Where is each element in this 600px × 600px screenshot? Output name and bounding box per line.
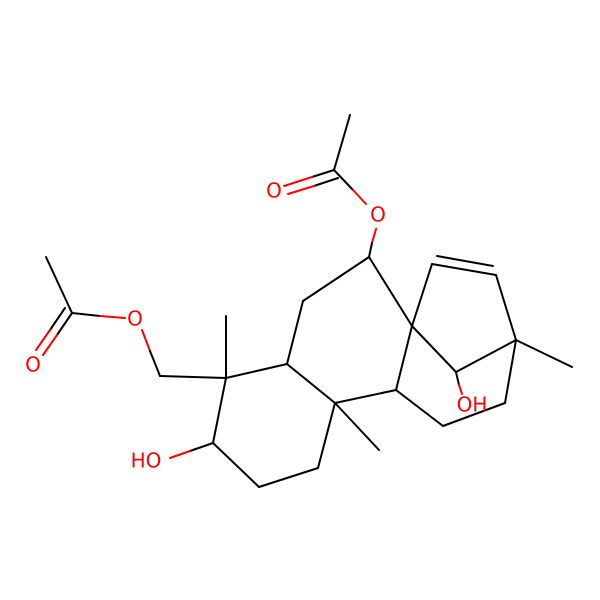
bond-carbonyl-ester-o-top-a bbox=[333, 169, 354, 191]
oxygen-carbonyl-top-label: O bbox=[266, 179, 282, 203]
bond-c6-c7 bbox=[302, 256, 370, 302]
bond-c7-c8 bbox=[368, 256, 413, 327]
bond-carbonyl-double-top-d bbox=[287, 185, 315, 195]
bond-c14-c15-double-b bbox=[436, 255, 494, 267]
bond-carbonyl-double-top-c bbox=[313, 177, 339, 187]
bond-c1-c10 bbox=[317, 402, 336, 469]
bond-carbonyl-double-top-b bbox=[283, 176, 313, 187]
bond-c10-c10methyl bbox=[334, 402, 380, 451]
bond-c4-c3 bbox=[212, 377, 227, 444]
bond-methyl-carbonyl-left bbox=[45, 256, 73, 314]
bond-carbonyl-double-left-c bbox=[49, 307, 66, 331]
bond-c3-o-b bbox=[169, 450, 191, 459]
bond-c8-c16 bbox=[411, 325, 457, 373]
bond-c2-c1 bbox=[258, 467, 319, 488]
bond-ester-o-c7-top-b bbox=[368, 242, 373, 258]
ring-b bbox=[286, 256, 413, 451]
bond-c16-c13 bbox=[455, 339, 517, 373]
acetate-top: O O bbox=[266, 114, 386, 258]
bond-ch2-c4 bbox=[159, 375, 227, 379]
bond-c5-c6 bbox=[286, 300, 304, 365]
bond-c9-c11 bbox=[395, 389, 444, 427]
bond-ester-o-ch2-left-a bbox=[141, 329, 151, 352]
ring-a: HO bbox=[131, 315, 336, 488]
ring-c-cage: OH bbox=[395, 255, 573, 427]
bond-ester-o-ch2-left-b bbox=[149, 350, 161, 377]
bond-c13-c13methyl bbox=[515, 339, 573, 368]
oxygen-ester-left-label: O bbox=[127, 307, 143, 331]
bond-carbonyl-double-left-b bbox=[42, 334, 58, 356]
bond-c16-o-a bbox=[455, 371, 460, 386]
bond-c9-c10 bbox=[334, 389, 397, 404]
bond-carbonyl-ester-o-left-a bbox=[71, 312, 101, 317]
bond-carbonyl-double-top-a bbox=[311, 169, 335, 178]
bond-c15-c13 bbox=[495, 274, 517, 341]
bond-carbonyl-double-left-a bbox=[56, 312, 73, 336]
bond-c3-o-a bbox=[189, 442, 214, 452]
bond-c12-c13 bbox=[504, 339, 517, 404]
oxygen-carbonyl-left-label: O bbox=[25, 353, 41, 377]
bond-carbonyl-ester-o-left-b bbox=[99, 315, 126, 319]
bond-methyl-carbonyl-top bbox=[333, 114, 351, 171]
hydroxyl-bridge-label: OH bbox=[457, 393, 488, 417]
bond-carbonyl-ester-o-top-b bbox=[352, 189, 367, 205]
bond-c8-c9 bbox=[395, 325, 413, 391]
bond-carbonyl-double-left-d bbox=[35, 329, 51, 351]
bond-c3-c2 bbox=[212, 442, 260, 488]
acetate-left: O O bbox=[25, 256, 227, 379]
bond-c16-o-b bbox=[458, 384, 463, 395]
bond-c4-c5 bbox=[225, 363, 288, 379]
bond-c11-c12 bbox=[442, 402, 506, 427]
bond-c8-c14 bbox=[411, 263, 433, 327]
bond-ester-o-c7-top-a bbox=[371, 228, 377, 244]
bond-c10-c5 bbox=[286, 363, 336, 404]
bond-c14-c15-double-a bbox=[431, 263, 497, 276]
oxygen-ester-top-label: O bbox=[370, 203, 386, 227]
hydroxyl-c3-label: HO bbox=[131, 449, 162, 473]
